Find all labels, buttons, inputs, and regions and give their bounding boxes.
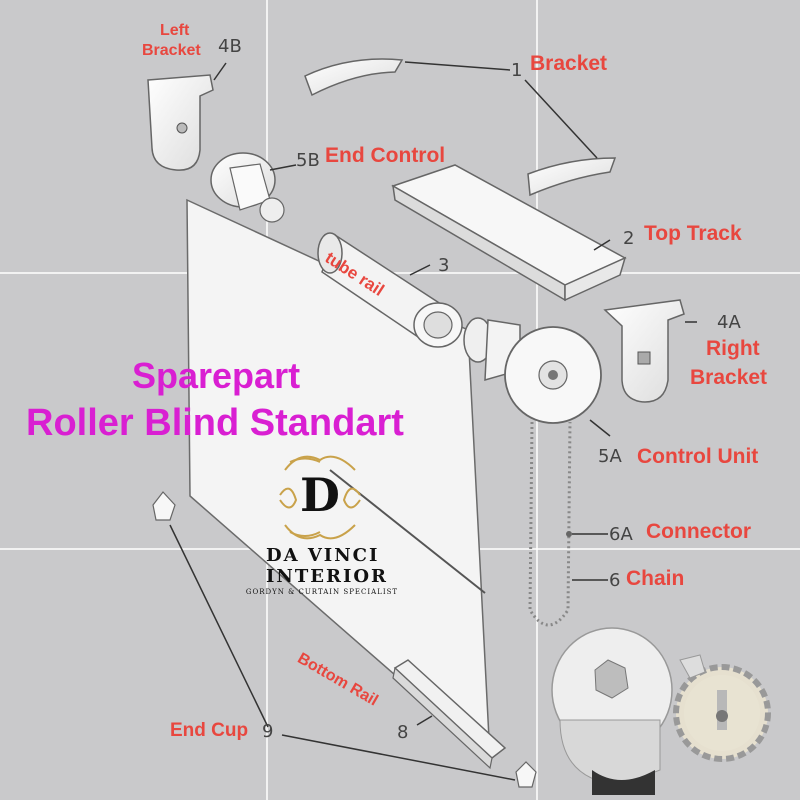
label-left-bracket-line1: Left: [160, 22, 190, 39]
number-4b: 4B: [218, 36, 242, 57]
number-1: 1: [511, 60, 523, 81]
label-connector: Connector: [646, 520, 751, 543]
title-line2: Roller Blind Standart: [26, 402, 404, 444]
left-bracket-hole: [176, 122, 188, 134]
number-3: 3: [438, 255, 450, 276]
label-end-cup: End Cup: [170, 720, 249, 741]
right-bracket-hole: [637, 351, 651, 365]
bracket-top-shape: [304, 58, 404, 97]
right-bracket-shape: [603, 299, 685, 403]
tube-rail-shape: [317, 232, 463, 348]
label-top-track: Top Track: [644, 222, 742, 245]
title-line1: Sparepart: [132, 355, 301, 396]
number-5a: 5A: [598, 446, 622, 467]
bracket-lower-shape: [527, 157, 617, 197]
label-end-control: End Control: [325, 144, 446, 167]
label-left-bracket-line2: Bracket: [142, 42, 201, 59]
leader-lines: [169, 61, 697, 781]
brand-name-line1: DA VINCI: [266, 545, 380, 566]
grid-line-horizontal-top: [0, 272, 800, 274]
left-bracket-shape: [147, 74, 214, 171]
label-right-bracket-line1: Right: [706, 337, 760, 360]
number-6a: 6A: [609, 524, 633, 545]
label-control-unit: Control Unit: [637, 445, 759, 468]
brand-tagline: GORDYN & CURTAIN SPECIALIST: [245, 588, 399, 596]
label-chain: Chain: [626, 567, 685, 590]
number-4a: 4A: [717, 312, 741, 333]
number-6: 6: [609, 570, 621, 591]
brand-name-line2: INTERIOR: [266, 566, 389, 587]
number-9: 9: [262, 721, 274, 742]
brand-letter: D: [300, 468, 340, 522]
logo-ornament: [279, 455, 361, 540]
end-control-shape: [210, 152, 285, 223]
control-cap-photo: [551, 627, 673, 795]
gear-photo: [673, 654, 771, 762]
number-2: 2: [623, 228, 635, 249]
label-bracket: Bracket: [530, 52, 608, 75]
bottom-rail-shape: [392, 659, 507, 770]
top-track-shape: [391, 164, 627, 302]
number-5b: 5B: [296, 150, 320, 171]
end-cup-lower-shape: [515, 761, 537, 788]
label-right-bracket-line2: Bracket: [690, 366, 768, 389]
number-8: 8: [397, 722, 409, 743]
connector-shape: [566, 531, 572, 537]
control-unit-shape: [463, 317, 602, 424]
end-cup-upper-shape: [152, 491, 176, 521]
